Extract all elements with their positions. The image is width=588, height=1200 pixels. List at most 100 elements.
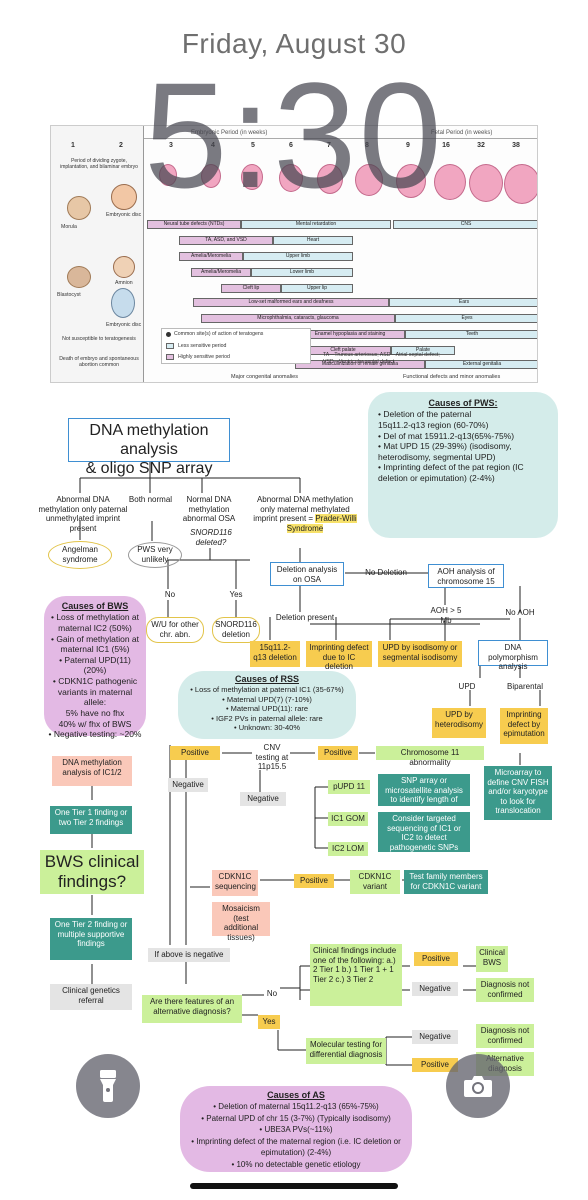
embryo-stage-image: [434, 164, 466, 200]
embryo-stage-image: [355, 164, 383, 196]
no-deletion-label: No Deletion: [365, 568, 407, 577]
as-causes-bubble: Causes of AS • Deletion of maternal 15q1…: [180, 1086, 412, 1172]
deletion-analysis-box: Deletion analysis on OSA: [270, 562, 344, 586]
teratogen-bar: Amelia/Meromelia: [191, 268, 251, 277]
teratogen-bar: CNS: [393, 220, 537, 229]
teratogen-bar: Palate: [391, 346, 455, 355]
bws-cause-line: 40% w/ fhx of BWS: [58, 718, 132, 729]
camera-button[interactable]: [446, 1054, 510, 1118]
as-cause-line: • 10% no detectable genetic etiology: [231, 1159, 361, 1169]
flashlight-icon: [100, 1070, 116, 1102]
rss-cause-line: • Unknown: 30-40%: [234, 723, 300, 733]
rss-items: • Loss of methylation at paternal IC1 (3…: [184, 685, 350, 733]
legend-less: Less sensitive period: [178, 343, 227, 349]
embryo-stage-image: [279, 164, 303, 192]
upd-isodisomy-box: UPD by isodisomy or segmental isodisomy: [378, 641, 462, 667]
q13-deletion-box: 15q11.2-q13 deletion: [250, 641, 300, 667]
as-cause-line: • UBE3A PVs(~11%): [259, 1125, 333, 1135]
referral-box: Clinical genetics referral: [50, 984, 132, 1010]
ic2-lom-box: IC2 LOM: [328, 842, 368, 856]
test-family-box: Test family members for CDKN1C variant: [404, 870, 488, 894]
teratogen-bar: Masculinization of female genitalia: [295, 360, 425, 369]
tier2-box: One Tier 2 finding or multiple supportiv…: [50, 918, 132, 960]
left-bottom1: Not susceptible to teratogenesis: [62, 336, 136, 342]
week-label: 2: [119, 142, 123, 149]
teratogen-bar: Neural tube defects (NTDs): [147, 220, 241, 229]
no-label: No: [266, 989, 278, 998]
bws-cause-line: • Negative testing: ~20%: [48, 729, 142, 740]
amnion-image: [113, 256, 135, 278]
pws-cause-line: • Deletion of the paternal: [378, 409, 472, 420]
aoh5-label: AOH > 5 Mb: [430, 606, 462, 625]
rss-causes-bubble: Causes of RSS • Loss of methylation at p…: [178, 671, 356, 739]
dna-polymorphism-box: DNA polymorphism analysis: [478, 640, 548, 671]
biparental-label: Biparental: [506, 682, 544, 691]
branch-normal-osa: Normal DNA methylation abnormal OSA: [182, 495, 236, 524]
week-label: 1: [71, 142, 75, 149]
as-cause-line: • Deletion of maternal 15q11.2-q13 (65%-…: [213, 1102, 379, 1112]
teratogen-bar: Enamel hypoplasia and staining: [295, 330, 405, 339]
cnv-testing: CNV testing at 11p15.5: [255, 743, 289, 772]
bws-cause-line: variants in maternal: [57, 686, 133, 697]
as-items: • Deletion of maternal 15q11.2-q13 (65%-…: [186, 1101, 406, 1170]
week-label: 32: [477, 142, 485, 149]
pws-title: Causes of PWS:: [428, 398, 498, 408]
teratogen-bar: Eyes: [395, 314, 537, 323]
legend-common: Common site(s) of action of teratogens: [174, 331, 264, 337]
bws-cause-line: • Loss of methylation at: [50, 612, 140, 623]
upd-label: UPD: [458, 682, 476, 691]
embryo-left-panel: [51, 126, 144, 382]
clinical-bws-box: Clinical BWS: [476, 946, 508, 972]
home-indicator[interactable]: [190, 1183, 398, 1189]
dx-not-confirmed-1: Diagnosis not confirmed: [476, 978, 534, 1002]
disc-image: [111, 184, 137, 210]
legend-high: Highly sensitive period: [178, 354, 230, 360]
morula-image: [67, 196, 91, 220]
week-label: 16: [442, 142, 450, 149]
if-negative-box: If above is negative: [148, 948, 230, 962]
week-label: 38: [512, 142, 520, 149]
pws-cause-line: • Imprinting defect of the pat region (I…: [378, 462, 524, 473]
teratogen-bar: Amelia/Meromelia: [179, 252, 243, 261]
positive-3: Positive: [294, 874, 334, 888]
embryo-stage-image: [469, 164, 503, 202]
left-top-text: Period of dividing zygote, implantation,…: [60, 158, 138, 170]
teratogen-bar: TA, ASD, and VSD: [179, 236, 273, 245]
teratogen-bar: Cleft lip: [221, 284, 281, 293]
label-disc2: Embryonic disc: [106, 322, 142, 328]
snord-no: No: [164, 590, 176, 599]
negative-2: Negative: [240, 792, 286, 806]
left-bottom2: Death of embryo and spontaneous abortion…: [59, 356, 139, 368]
upd-heterodisomy-box: UPD by heterodisomy: [432, 708, 486, 738]
snord-question: SNORD116 deleted?: [190, 528, 232, 547]
targeted-seq-box: Consider targeted sequencing of IC1 or I…: [378, 812, 470, 861]
microarray-box: Microarray to define CNV FISH and/or kar…: [484, 766, 552, 820]
pws-cause-line: • Del of mat 15911.2-q13(65%-75%): [378, 430, 515, 441]
wu-oval: W/U for other chr. abn.: [146, 617, 204, 643]
week-label: 4: [211, 142, 215, 149]
angelman-oval: Angelman syndrome: [48, 541, 112, 569]
molecular-box: Molecular testing for differential diagn…: [306, 1038, 386, 1064]
pws-cause-line: heterodisomy, segmental UPD): [378, 451, 496, 462]
teratogen-bar: Upper lip: [281, 284, 353, 293]
imprint-ic-deletion-box: Imprinting defect due to IC deletion: [306, 641, 372, 671]
embryo-stage-image: [201, 164, 221, 188]
aoh-box: AOH analysis of chromosome 15: [428, 564, 504, 588]
cdkn-variant-box: CDKN1C variant: [350, 870, 400, 894]
bws-cause-line: maternal IC1 (5%): [60, 644, 130, 655]
teratogen-bar: Low-set malformed ears and deafness: [193, 298, 389, 307]
negative-3: Negative: [412, 982, 458, 996]
pws-cause-line: 15q11.2-q13 region (60-70%): [378, 419, 489, 430]
week-label: 6: [289, 142, 293, 149]
flashlight-button[interactable]: [76, 1054, 140, 1118]
rss-cause-line: • Loss of methylation at paternal IC1 (3…: [190, 685, 344, 695]
lock-date: Friday, August 30: [181, 28, 407, 59]
branch-maternal-text: Abnormal DNA methylation only maternal m…: [253, 495, 354, 524]
mosaicism-box: Mosaicism (test additional tissues): [212, 902, 270, 942]
bws-cause-line: • CDKN1C pathogenic: [52, 676, 138, 686]
lock-time: 5:30: [144, 51, 444, 219]
title-line2: & oligo SNP array: [85, 460, 213, 477]
pws-cause-line: • Mat UPD 15 (29-39%) (isodisomy,: [378, 441, 512, 452]
